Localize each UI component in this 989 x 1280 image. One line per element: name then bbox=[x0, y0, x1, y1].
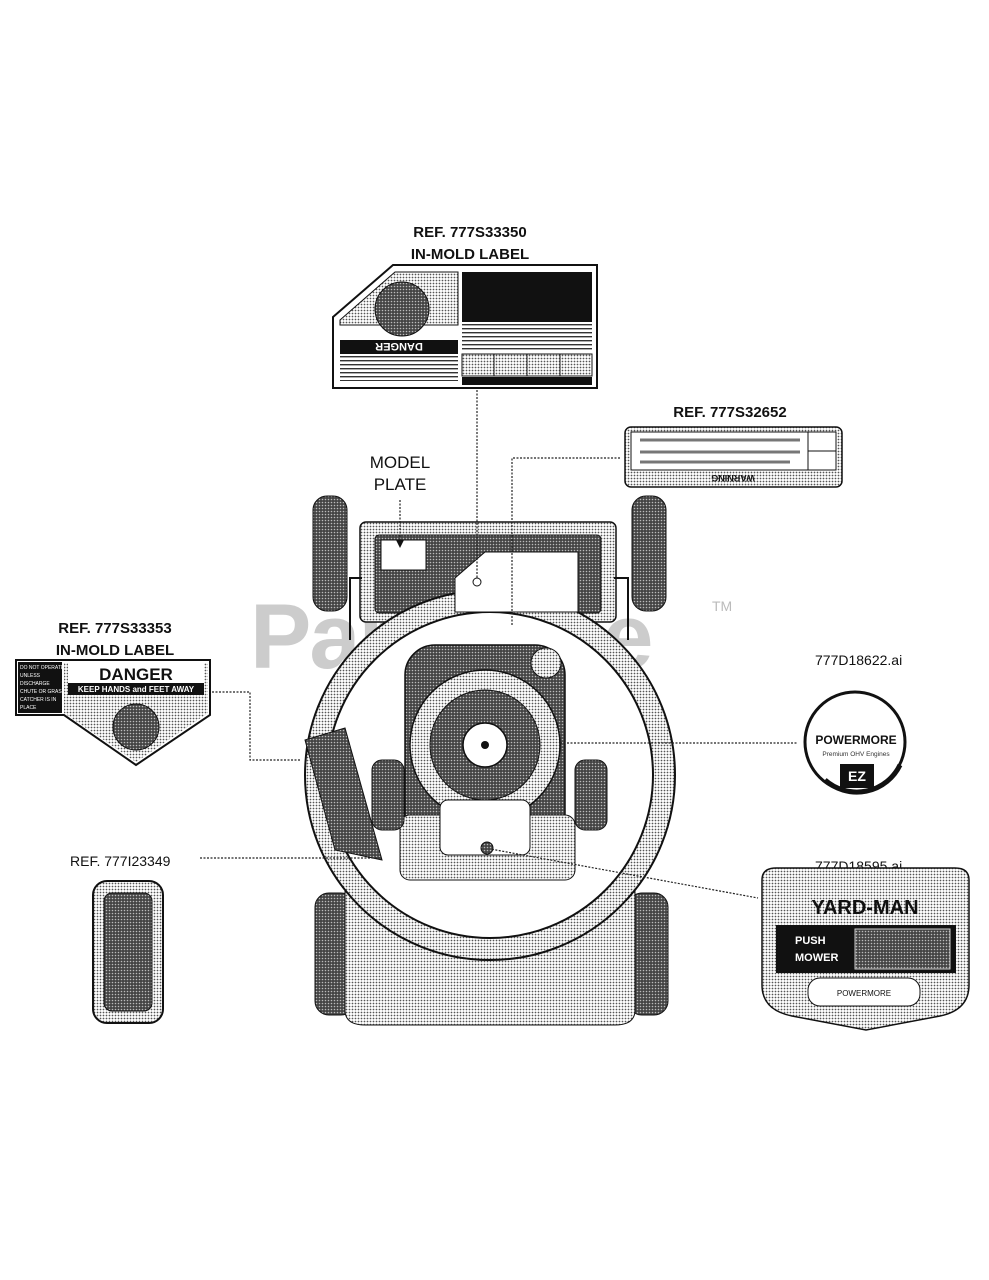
rear-left-wheel bbox=[312, 495, 348, 612]
powermore-file-label: 777D18622.ai bbox=[815, 652, 903, 668]
fuel-cap bbox=[530, 647, 562, 679]
danger-side-line-3: DISCHARGE bbox=[20, 681, 50, 687]
model-plate-line2: PLATE bbox=[373, 475, 427, 494]
danger-title: DANGER bbox=[99, 665, 173, 684]
yardman-brand: YARD-MAN bbox=[811, 897, 918, 919]
oil-tag bbox=[92, 880, 164, 1024]
ref-left-line2: IN-MOLD LABEL bbox=[55, 642, 175, 659]
ref-bottom-left-label: REF. 777I23349 bbox=[70, 853, 171, 869]
powermore-small: POWERMORE bbox=[837, 989, 891, 998]
powermore-badge: POWERMORE Premium OHV Engines EZ bbox=[803, 690, 907, 795]
rear-right-wheel bbox=[631, 495, 667, 612]
danger-side-line-6: PLACE bbox=[20, 705, 37, 711]
in-mold-label-position bbox=[454, 551, 579, 613]
in-mold-label-top: DANGER bbox=[332, 264, 598, 389]
model-plate-label: MODEL PLATE bbox=[350, 452, 450, 496]
danger-side-line-1: DO NOT OPERATE bbox=[20, 665, 65, 671]
model-plate bbox=[380, 539, 427, 571]
yardman-decal: YARD-MAN PUSH MOWER POWERMORE bbox=[761, 867, 970, 1031]
powermore-brand: POWERMORE bbox=[815, 733, 896, 747]
hand-icon bbox=[374, 281, 430, 337]
mower-label: MOWER bbox=[795, 952, 838, 964]
ref-left-line1: REF. 777S33353 bbox=[58, 620, 172, 637]
warning-word: WARNING bbox=[711, 473, 755, 483]
ref-top-label: REF. 777S33350 IN-MOLD LABEL bbox=[360, 222, 580, 266]
watermark-trademark: TM bbox=[712, 598, 733, 614]
model-plate-line1: MODEL bbox=[369, 453, 431, 472]
danger-side-line-2: UNLESS bbox=[20, 673, 41, 679]
danger-side-line-5: CATCHER IS IN bbox=[20, 697, 57, 703]
danger-decal-left: DO NOT OPERATE UNLESS DISCHARGE CHUTE OR… bbox=[15, 659, 211, 767]
danger-side-line-4: CHUTE OR GRASS bbox=[20, 689, 66, 695]
ref-left-label: REF. 777S33353 IN-MOLD LABEL bbox=[20, 618, 210, 662]
danger-subtitle: KEEP HANDS and FEET AWAY bbox=[78, 685, 195, 694]
hand-warning-icon bbox=[112, 703, 160, 751]
ref-top-line1: REF. 777S33350 bbox=[413, 224, 527, 241]
ref-right-label: REF. 777S32652 bbox=[673, 404, 787, 421]
callout-lines bbox=[200, 390, 798, 899]
ez-badge: EZ bbox=[848, 768, 866, 784]
push-label: PUSH bbox=[795, 935, 826, 947]
warning-label: WARNING bbox=[624, 426, 843, 488]
powermore-subtitle: Premium OHV Engines bbox=[822, 751, 890, 758]
ref-top-line2: IN-MOLD LABEL bbox=[410, 246, 530, 263]
top-danger-word: DANGER bbox=[375, 340, 423, 352]
